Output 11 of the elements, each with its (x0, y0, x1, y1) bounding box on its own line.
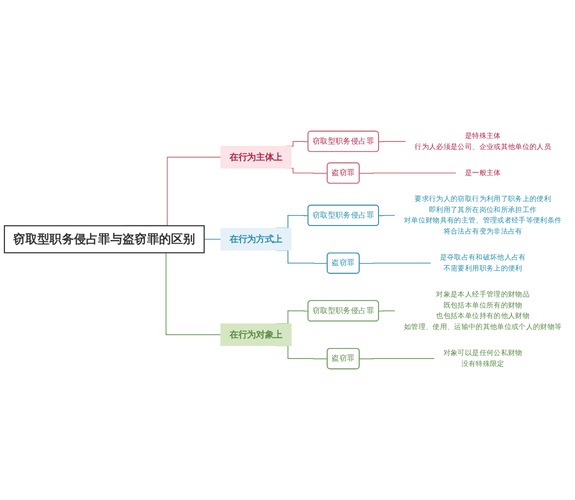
connector (204, 238, 222, 240)
connector (378, 214, 396, 216)
connector (359, 358, 435, 360)
node-box: 在行为对象上 (220, 323, 292, 346)
connector (359, 262, 432, 264)
connector (378, 310, 396, 312)
connector (359, 172, 456, 174)
node-box: 窃取型职务侵占罪与盗窃罪的区别 (4, 225, 205, 254)
node-box: 在行为主体上 (220, 146, 292, 169)
node-box: 在行为方式上 (220, 228, 292, 251)
connector (378, 141, 406, 142)
